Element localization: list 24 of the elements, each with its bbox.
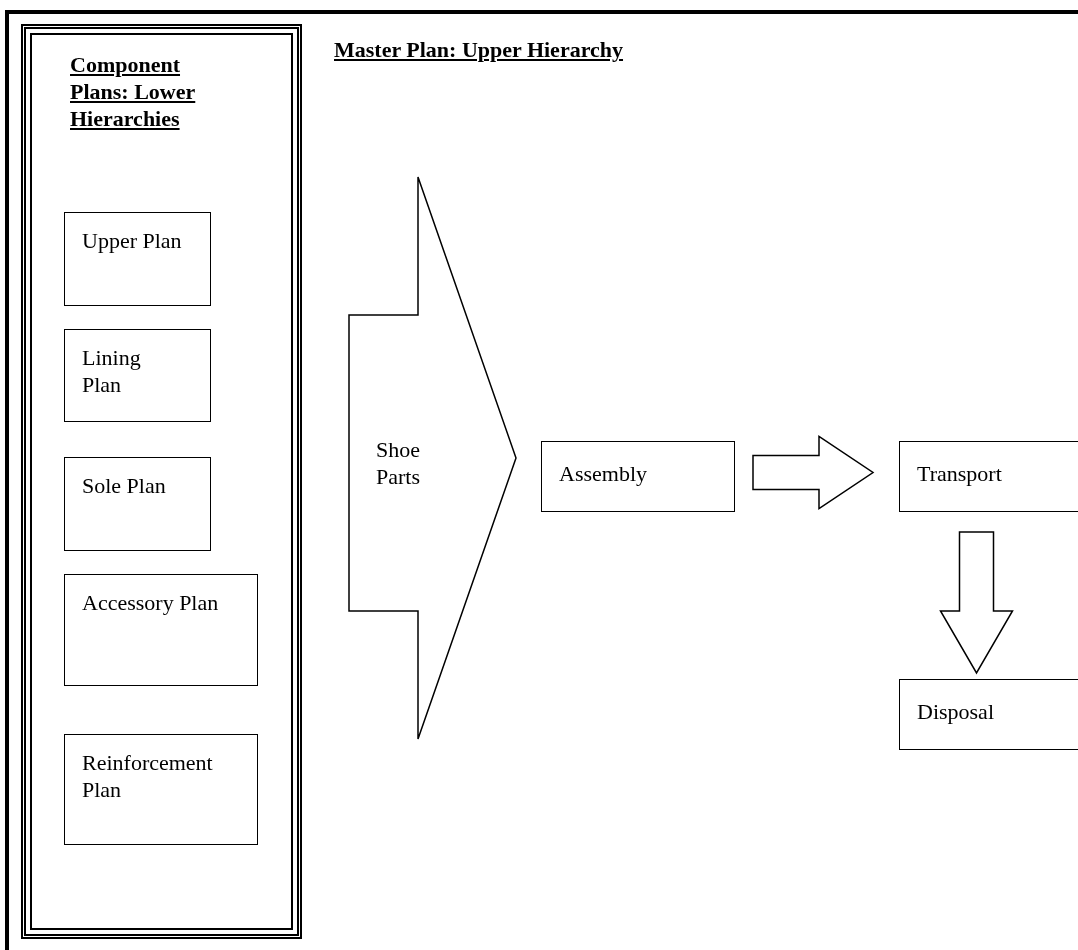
section-heading: Master Plan: Upper Hierarchy	[334, 36, 624, 63]
node-label: Transport	[917, 460, 1003, 487]
outer-frame	[5, 10, 1078, 950]
node-label: Upper Plan	[82, 227, 182, 254]
process-box	[64, 457, 211, 551]
process-box	[64, 734, 258, 845]
node-label: Shoe Parts	[376, 436, 421, 490]
process-box	[899, 679, 1078, 750]
node-label: Accessory Plan	[82, 589, 220, 616]
node-label: Lining Plan	[82, 344, 142, 398]
block-arrow-shape	[348, 176, 518, 741]
node-label: Disposal	[917, 698, 995, 725]
node-label: Reinforcement Plan	[82, 749, 214, 803]
process-box	[64, 574, 258, 686]
section-heading: Component Plans: Lower Hierarchies	[70, 51, 197, 132]
block-arrow	[752, 435, 875, 510]
process-box	[64, 329, 211, 422]
node-label: Sole Plan	[82, 472, 167, 499]
process-box	[899, 441, 1078, 512]
process-box	[64, 212, 211, 306]
panel	[21, 24, 302, 939]
node-label: Assembly	[559, 460, 648, 487]
process-box	[541, 441, 735, 512]
block-arrow	[939, 531, 1014, 675]
